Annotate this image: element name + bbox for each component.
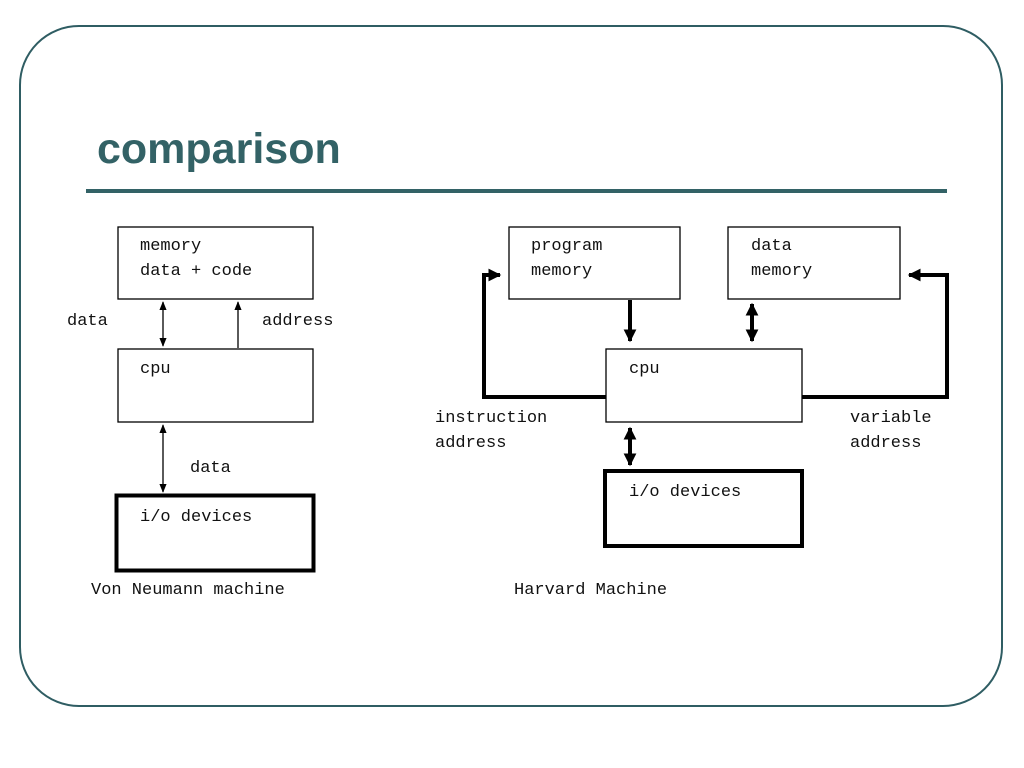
vn-cpu-label: cpu [140,360,171,379]
vn-caption: Von Neumann machine [91,581,285,600]
harvard-diagram: program memory data memory cpu instructi… [435,226,949,600]
hv-cpu-label: cpu [629,360,660,379]
von-neumann-diagram: memory data + code data address cpu data… [67,226,333,600]
hv-data-memory-label: data [751,237,792,256]
vn-io-label: i/o devices [140,508,252,527]
hv-caption: Harvard Machine [514,581,667,600]
hv-instruction-address-sublabel: address [435,434,506,453]
hv-variable-address-label: variable [850,409,932,428]
hv-data-memory-box: data memory [727,226,901,300]
hv-instruction-address-label: instruction [435,409,547,428]
hv-variable-address-sublabel: address [850,434,921,453]
vn-io-box: i/o devices [114,493,316,573]
hv-io-box: i/o devices [603,469,804,548]
title-underline [86,189,947,193]
slide-frame [19,25,1003,707]
hv-instruction-address-arrow [482,268,606,399]
hv-program-memory-sublabel: memory [531,262,592,281]
vn-memory-sublabel: data + code [140,262,252,281]
hv-variable-address-arrow [802,268,949,399]
slide-title: comparison [97,125,341,173]
vn-cpu-box: cpu [117,348,314,423]
hv-io-label: i/o devices [629,483,741,502]
vn-io-data-label: data [190,459,231,478]
vn-data-label: data [67,312,108,331]
vn-memory-box: memory data + code [117,226,314,300]
hv-program-memory-box: program memory [508,226,681,300]
vn-address-label: address [262,312,333,331]
vn-memory-label: memory [140,237,201,256]
hv-data-memory-sublabel: memory [751,262,812,281]
hv-cpu-box: cpu [605,348,803,423]
hv-program-memory-label: program [531,237,602,256]
